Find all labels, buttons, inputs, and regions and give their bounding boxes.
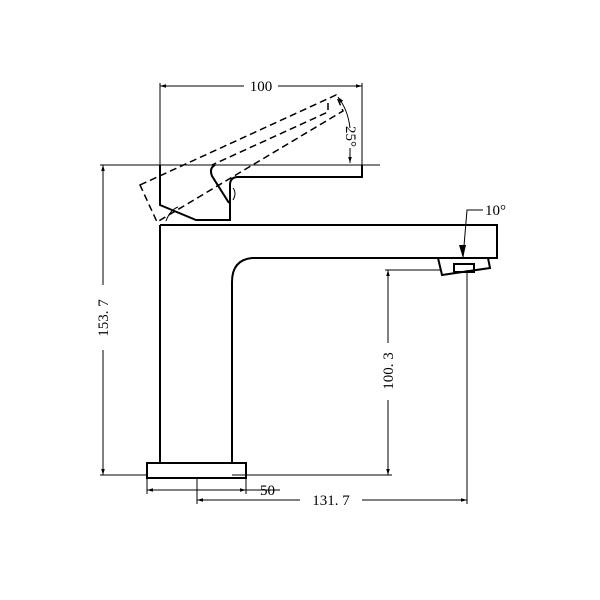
handle-rotated-outline (139, 93, 344, 224)
dim-spout-angle: 10° (485, 203, 506, 219)
angle-arc (337, 96, 351, 129)
spout-angle-leader (462, 209, 483, 259)
arrow-icon (459, 245, 466, 258)
dim-spout-height: 100. 3 (381, 352, 397, 390)
handle-rotated-inner (211, 103, 329, 166)
dim-handle-reach: 100 (250, 79, 273, 95)
dim-handle-angle: 25° (342, 126, 358, 147)
faucet-body (146, 224, 498, 479)
faucet-base (146, 462, 247, 479)
dim-base-diameter: 50 (260, 483, 275, 499)
handle (159, 164, 363, 222)
aerator (437, 257, 492, 277)
dim-spout-reach: 131. 7 (312, 493, 350, 509)
dim-total-height: 153. 7 (96, 299, 112, 337)
